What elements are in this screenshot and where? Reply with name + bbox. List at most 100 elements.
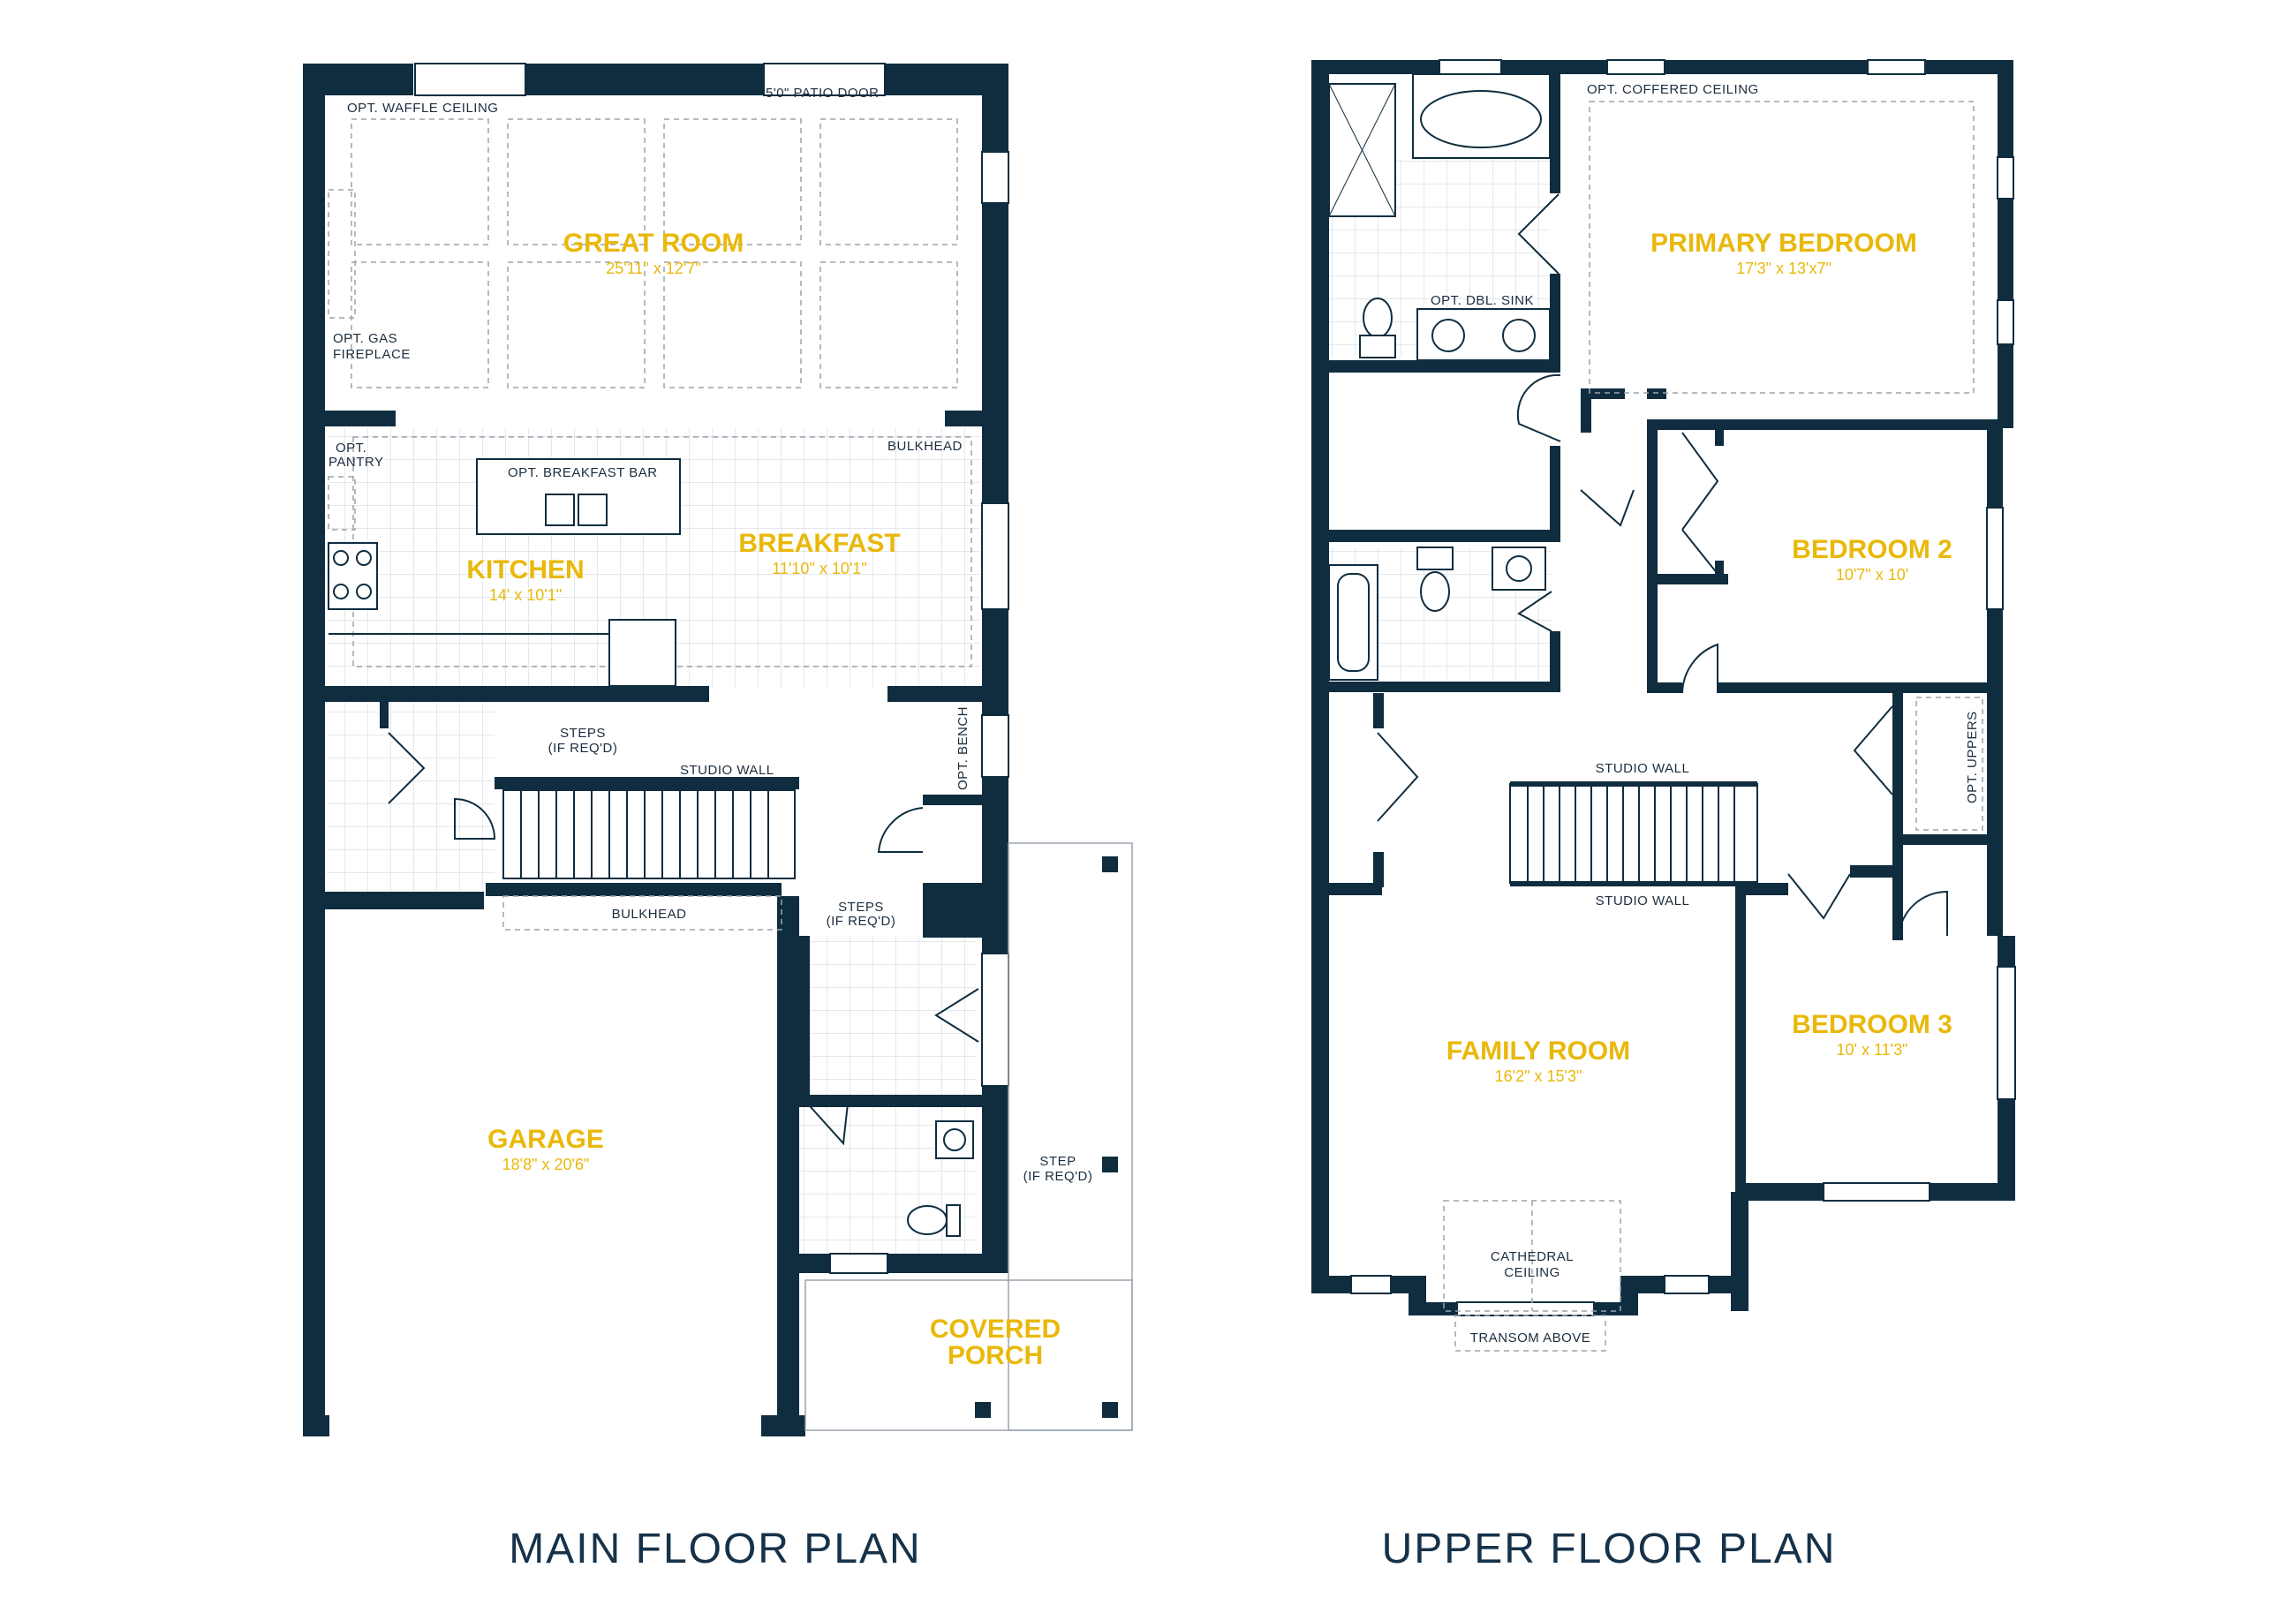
- bay-south-right: [1594, 1302, 1638, 1315]
- closet-door: [388, 732, 426, 804]
- waffle-ceiling-note: OPT. WAFFLE CEILING: [347, 101, 498, 116]
- bath-toilet-tank: [1416, 546, 1454, 570]
- bay-south-left: [1409, 1302, 1457, 1315]
- pantry-outline: [328, 476, 356, 531]
- main-east-wall-a: [982, 64, 1008, 152]
- cathedral-note-1: CATHEDRAL: [1491, 1249, 1574, 1264]
- mudroom-wall: [923, 883, 985, 938]
- bed2-north-wall: [1647, 419, 2000, 430]
- wic-east-wall: [1550, 446, 1560, 534]
- covered-porch: [804, 842, 1133, 1431]
- transom-note: TRANSOM ABOVE: [1470, 1330, 1591, 1345]
- coffered-ceiling-note: OPT. COFFERED CEILING: [1587, 82, 1759, 97]
- garage-dims: 18'8" x 20'6": [502, 1156, 590, 1173]
- patio-door-note: 5'0" PATIO DOOR: [766, 86, 880, 101]
- step-note-1: STEP: [1039, 1154, 1076, 1169]
- foyer-door: [454, 797, 496, 840]
- bath-east-wall: [1550, 631, 1560, 689]
- family-south-wall-c: [1625, 1276, 1665, 1293]
- bed2-west-wall: [1647, 419, 1658, 693]
- bed3-window-east: [1997, 966, 2016, 1100]
- opt-uppers-outline: [1915, 697, 1983, 831]
- main-floor-title: MAIN FLOOR PLAN: [509, 1526, 921, 1572]
- upper-east-wall-e: [1987, 609, 2003, 936]
- cathedral-note-2: CEILING: [1504, 1265, 1560, 1280]
- family-room-label: FAMILY ROOM: [1446, 1036, 1630, 1066]
- bed3-north-wall-b: [1850, 865, 1899, 878]
- hall-door: [1580, 489, 1635, 527]
- garage-north-wall-a: [303, 892, 484, 909]
- fireplace-note-1: OPT. GAS: [333, 331, 397, 346]
- powder-door: [803, 1098, 849, 1146]
- porch-label-1: COVERED: [930, 1315, 1061, 1344]
- bed3-closet-wall: [1892, 870, 1903, 940]
- fireplace-note-2: FIREPLACE: [333, 347, 411, 362]
- ensuite-south-wall: [1329, 360, 1560, 373]
- breakfast-label: BREAKFAST: [738, 529, 900, 558]
- upper-north-wall-a: [1311, 60, 1439, 74]
- bay-window: [1456, 1301, 1595, 1316]
- burner-1: [333, 550, 349, 566]
- upper-east-wall-c: [1998, 344, 2013, 428]
- sink-left: [545, 494, 575, 526]
- mud-door: [877, 807, 924, 853]
- closet-south-stub: [1373, 852, 1384, 887]
- dbl-sink-note: OPT. DBL. SINK: [1431, 293, 1534, 308]
- coffered-ceiling: [1589, 101, 1975, 394]
- family-window-1: [1350, 1275, 1392, 1294]
- primary-south-stub: [1581, 397, 1591, 433]
- bed3-window-south: [1823, 1182, 1930, 1202]
- main-north-wall-b: [525, 64, 764, 95]
- main-east-wall-d: [982, 777, 1008, 954]
- ensuite-door: [1517, 193, 1560, 275]
- powder-sink-bowl: [943, 1128, 966, 1151]
- upper-north-wall-b: [1501, 60, 1607, 74]
- upper-east-wall-d: [1987, 428, 2003, 508]
- closet-north-stub: [1373, 693, 1384, 728]
- sink-right: [578, 494, 608, 526]
- sink-2: [1502, 319, 1536, 352]
- main-east-wall-c: [982, 609, 1008, 715]
- linen-west-wall: [1892, 693, 1903, 834]
- garage-bulkhead: [502, 895, 782, 931]
- studio-wall-top-note: STUDIO WALL: [1596, 761, 1690, 776]
- family-south-wall-d: [1709, 1276, 1748, 1293]
- family-room-dims: 16'2" x 15'3": [1495, 1067, 1582, 1085]
- upper-stairs: [1509, 781, 1758, 886]
- great-kitchen-wall-a: [303, 411, 396, 426]
- pantry-note-1: OPT.: [336, 441, 366, 456]
- powder-toilet-tank: [946, 1204, 961, 1237]
- garage-sw-pier: [303, 1415, 329, 1436]
- bedroom3-dims: 10' x 11'3": [1837, 1041, 1908, 1059]
- main-east-wall-e: [982, 1086, 1008, 1267]
- ensuite-toilet-tank: [1359, 335, 1396, 358]
- bed3-door: [1898, 890, 1948, 937]
- powder-toilet: [907, 1205, 948, 1235]
- studio-wall-bottom-note: STUDIO WALL: [1596, 893, 1690, 908]
- bed3-south-wall-a: [1744, 1183, 1824, 1201]
- primary-bedroom-label: PRIMARY BEDROOM: [1650, 229, 1917, 258]
- breakfast-bar-note: OPT. BREAKFAST BAR: [508, 465, 658, 480]
- hall-door-2: [1787, 873, 1851, 920]
- upper-west-wall: [1311, 60, 1329, 1292]
- powder-window: [829, 1253, 888, 1274]
- powder-north-wall: [799, 1095, 982, 1107]
- burner-3: [333, 584, 349, 599]
- bath-sink: [1506, 555, 1532, 582]
- ensuite-window: [1439, 59, 1502, 75]
- garage-north-wall-b: [486, 883, 782, 896]
- upper-north-wall-d: [1925, 60, 2013, 74]
- main-stairs: [502, 789, 796, 879]
- breakfast-dims: 11'10" x 10'1": [772, 560, 866, 577]
- bench-window: [981, 714, 1009, 778]
- bath-toilet: [1420, 571, 1450, 612]
- primary-window-4: [1997, 299, 2014, 345]
- great-kitchen-wall-b: [945, 411, 982, 426]
- family-window-2: [1664, 1275, 1710, 1294]
- wic-door: [1516, 373, 1561, 442]
- main-west-wall: [303, 64, 325, 1436]
- studio-wall-note: STUDIO WALL: [680, 763, 774, 778]
- linen-doors: [1853, 705, 1893, 795]
- kitchen-south-wall: [303, 686, 709, 702]
